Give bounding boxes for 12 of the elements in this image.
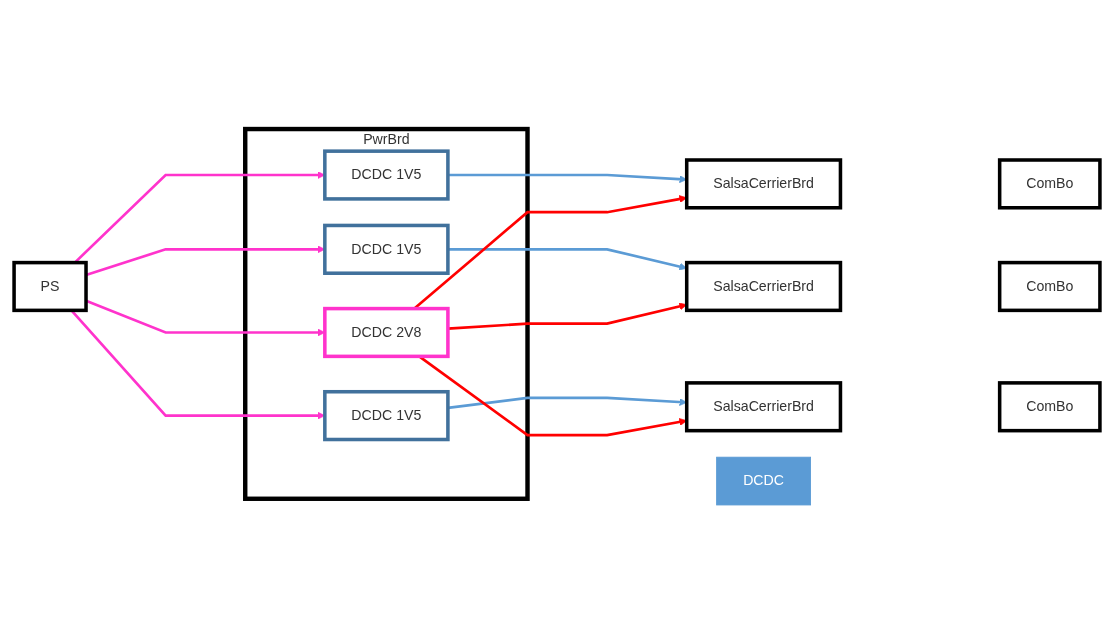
node-box: DCDC 2V8 — [323, 306, 450, 359]
node-box: DCDC — [716, 456, 811, 506]
node-box: SalsaCerrierBrd — [684, 260, 843, 313]
node-box: DCDC 1V5 — [323, 223, 450, 275]
node-box: PS — [12, 260, 88, 313]
node-box: SalsaCerrierBrd — [684, 381, 843, 433]
node-box: ComBo — [997, 260, 1102, 313]
node-box: DCDC 1V5 — [323, 149, 450, 201]
node-box: SalsaCerrierBrd — [684, 158, 843, 210]
node-box: ComBo — [997, 158, 1102, 210]
node-box: DCDC 1V5 — [323, 389, 450, 442]
node-box: ComBo — [997, 381, 1102, 433]
